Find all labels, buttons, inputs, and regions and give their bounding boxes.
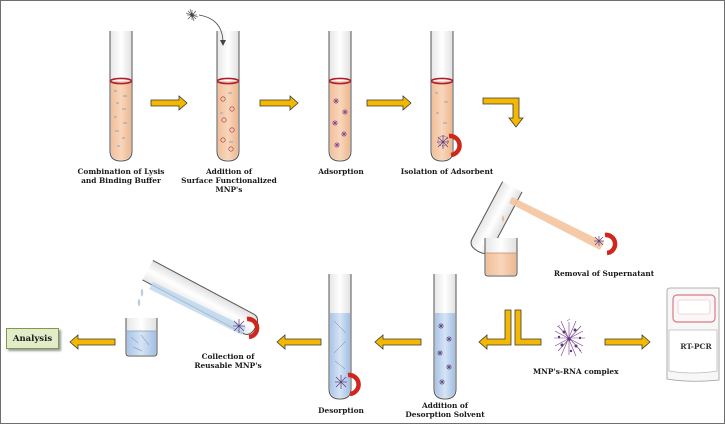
label-adsorption: Adsorption: [311, 167, 371, 176]
arrows-top-row: [150, 95, 524, 128]
label-line: Desorption Solvent: [405, 410, 485, 419]
tube-desorption: [328, 274, 361, 400]
magnet-icon: [347, 372, 361, 397]
label-line: MNP's: [215, 185, 243, 194]
mnp-burst-icon: [185, 8, 199, 22]
tilted-tube-supernatant: [470, 181, 618, 256]
arrow-right-1: [150, 95, 188, 111]
label-line: Surface Functionalized: [181, 176, 277, 185]
label-desorption-solvent: Addition of Desorption Solvent: [399, 401, 491, 419]
arrow-double-elbow: [478, 309, 542, 350]
tube-add-mnps: [185, 8, 240, 162]
label-line: Isolation of Adsorbent: [400, 167, 494, 176]
label-isolation: Isolation of Adsorbent: [399, 167, 495, 176]
label-line: and Binding Buffer: [81, 176, 161, 185]
analysis-box: Analysis: [6, 328, 59, 349]
mnp-rna-complex-cluster: [554, 318, 585, 357]
label-line: Adsorption: [318, 167, 364, 176]
curved-arrow-icon: [198, 14, 224, 44]
tilted-tube-collection: [137, 260, 260, 340]
label-line: Combination of Lysis: [77, 167, 165, 176]
arrow-left-to-analysis: [69, 334, 116, 350]
label-line: Collection of: [201, 352, 255, 361]
arrow-right-to-pcr: [604, 334, 651, 350]
beaker-supernatant: [484, 238, 518, 277]
label-line: MNP's-RNA complex: [533, 367, 619, 376]
label-line: Desorption: [318, 406, 364, 415]
label-collection-mnps: Collection of Reusable MNP's: [183, 352, 273, 370]
beaker-collection: [125, 318, 158, 357]
arrow-left-1: [374, 334, 422, 350]
tube-lysis-buffer: [109, 31, 133, 162]
label-mnp-rna-complex: MNP's-RNA complex: [533, 367, 619, 376]
tube-isolation: [430, 31, 462, 162]
arrow-right-3: [366, 95, 412, 111]
rt-pcr-machine: [666, 287, 720, 382]
label-line: Addition of: [205, 167, 253, 176]
tube-adsorption: [328, 31, 352, 162]
label-add-mnps: Addition of Surface Functionalized MNP's: [177, 167, 281, 194]
magnet-icon: [448, 133, 462, 158]
arrow-left-2: [276, 334, 322, 350]
label-line: Reusable MNP's: [194, 361, 262, 370]
arrow-elbow-down: [482, 97, 524, 128]
label-lysis-binding: Combination of Lysis and Binding Buffer: [73, 167, 169, 185]
label-line: Removal of Supernatant: [553, 269, 655, 278]
label-line: Addition of: [421, 401, 469, 410]
magnet-icon: [604, 232, 618, 256]
label-desorption: Desorption: [306, 406, 376, 415]
tube-desorption-solvent: [433, 274, 457, 400]
rt-pcr-label: RT-PCR: [680, 342, 712, 351]
label-removal-supernatant: Removal of Supernatant: [549, 269, 659, 278]
arrow-right-2: [259, 95, 299, 111]
magnet-icon: [246, 316, 260, 340]
